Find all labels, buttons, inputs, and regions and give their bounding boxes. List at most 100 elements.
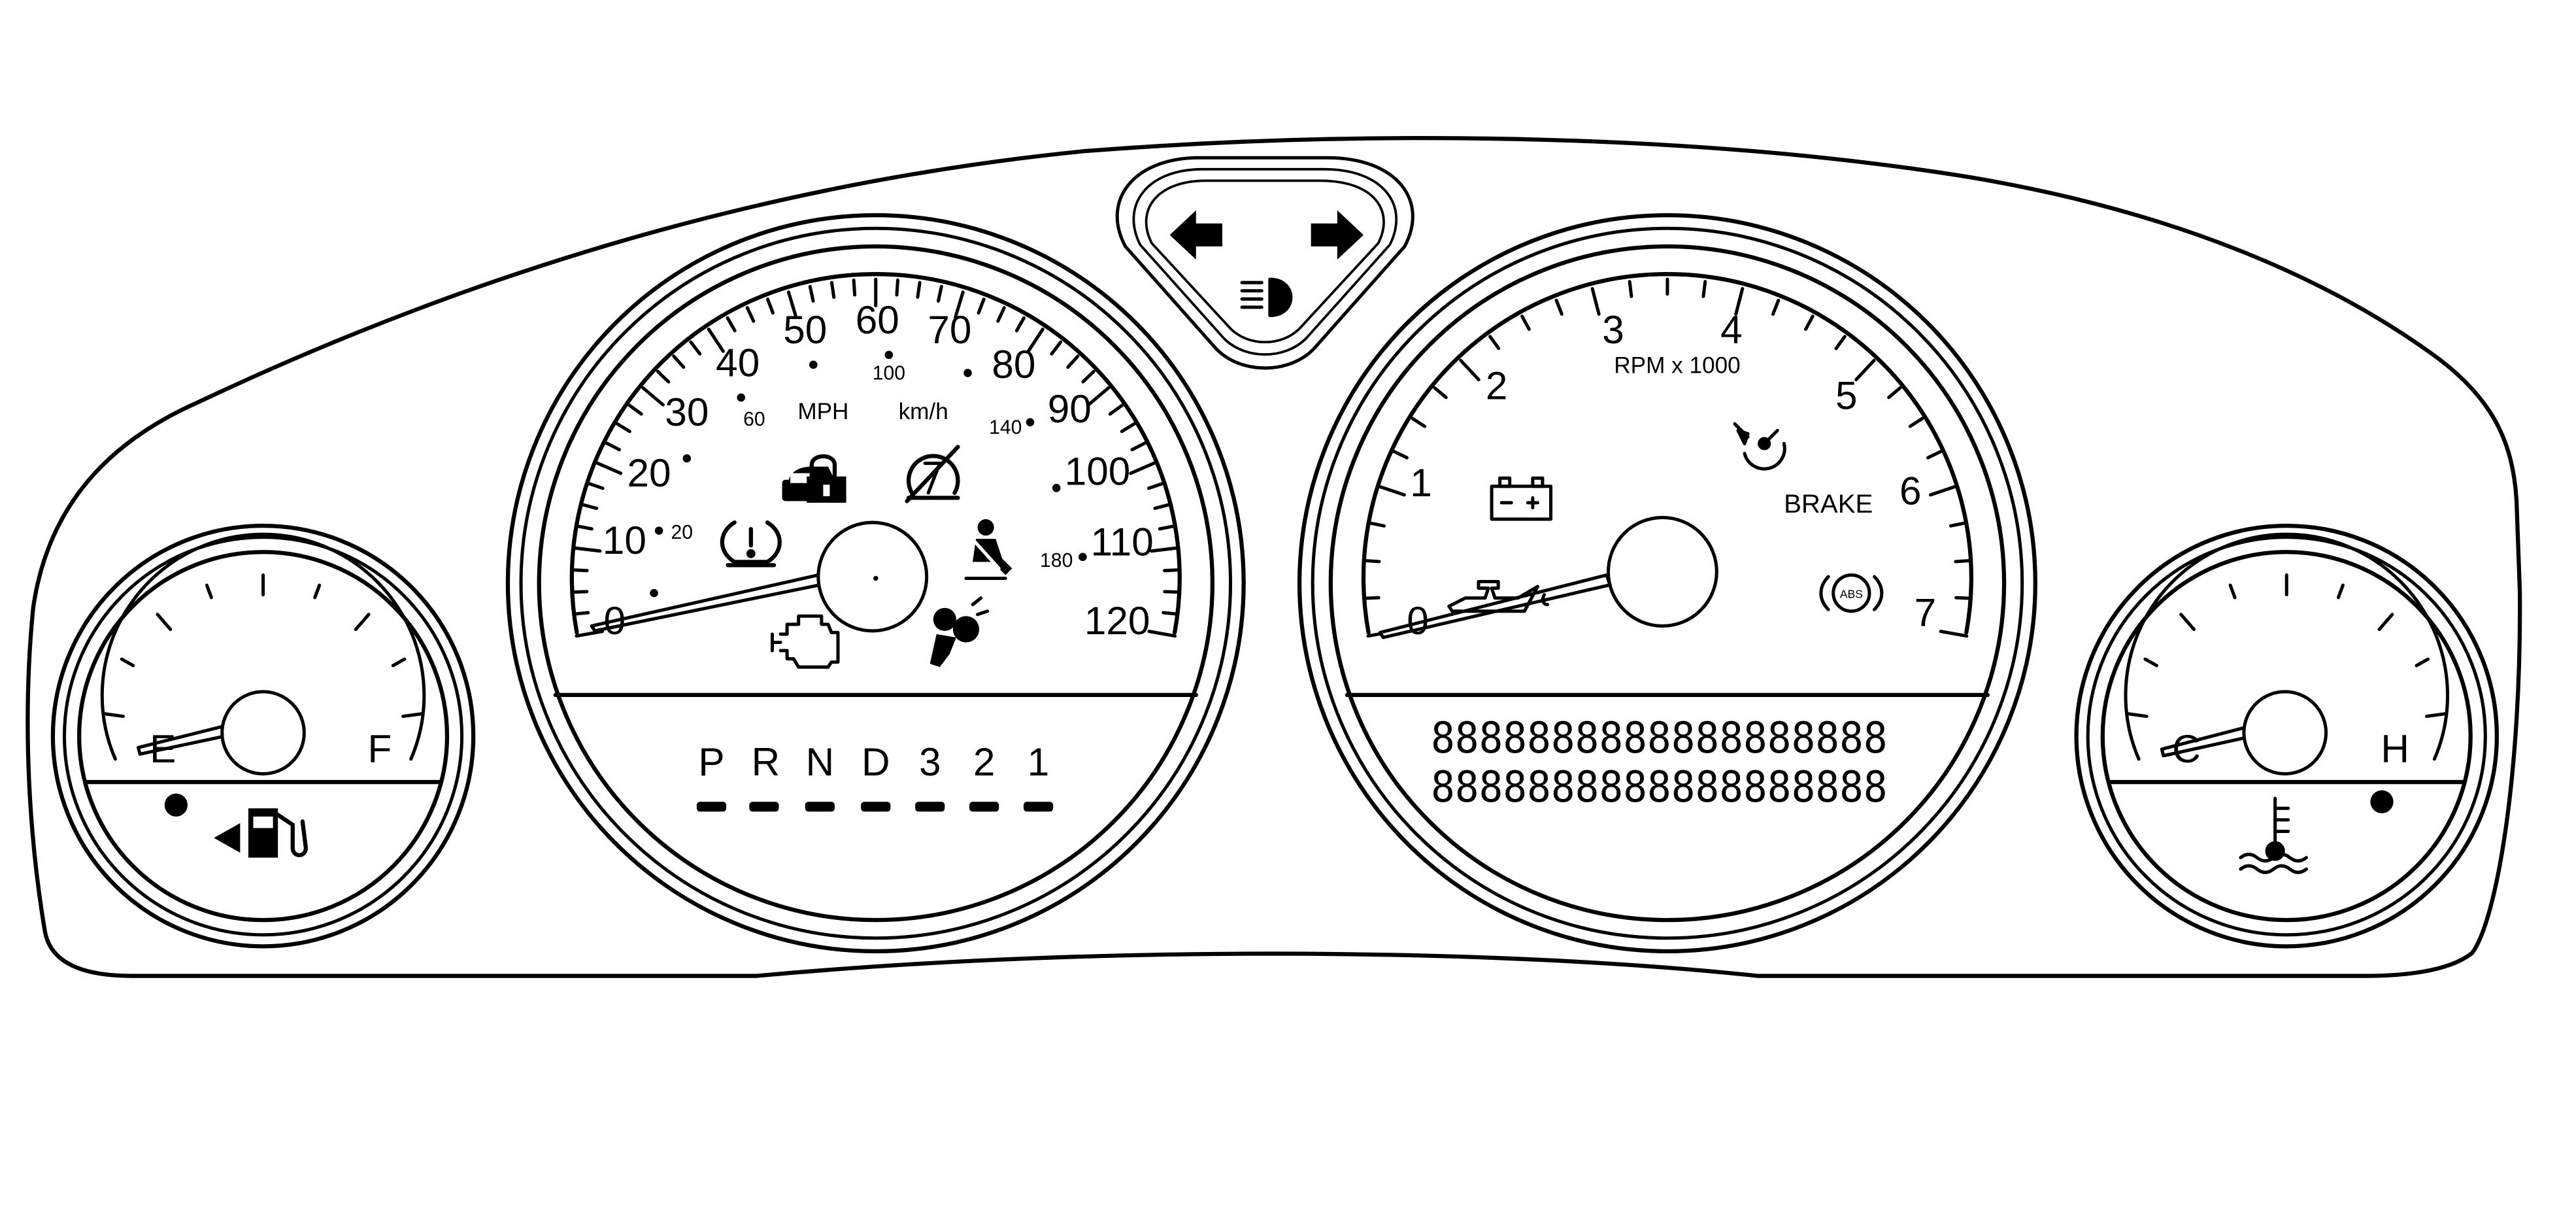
gauge-tick [2143, 657, 2159, 668]
gauge-tick [156, 613, 173, 632]
kmh-label-20: 20 [671, 522, 694, 543]
gauge-tick [1081, 369, 1096, 384]
gauge-tick [726, 316, 737, 333]
gauge-tick [1026, 328, 1045, 353]
gauge-tick [1014, 316, 1026, 333]
battery-icon [1490, 476, 1553, 521]
prndl-p: P [698, 740, 724, 784]
gauge-tick [996, 306, 1006, 323]
gauge-tick [391, 657, 407, 668]
gauge-tick [937, 284, 943, 303]
gauge-tick [570, 568, 589, 573]
gauge-tick [205, 583, 213, 600]
prndl-3: 3 [919, 740, 941, 784]
gauge-tick [808, 284, 815, 303]
prndl-labels: P R N D 3 2 1 [698, 740, 1049, 784]
gauge-tick [1392, 449, 1409, 460]
mph-label-40: 40 [716, 340, 760, 384]
speedo-kmh-labels: 20 60 100 140 180 [671, 362, 1073, 571]
mph-label-70: 70 [928, 307, 971, 352]
gauge-tick [745, 306, 756, 323]
gauge-tick [1410, 416, 1427, 428]
prndl-2: 2 [973, 740, 995, 784]
tach-label-3: 3 [1602, 307, 1624, 352]
mph-label-90: 90 [1048, 386, 1092, 431]
speedo-hub [816, 520, 929, 633]
tach-label-7: 7 [1915, 590, 1937, 634]
prndl-r: R [752, 740, 780, 784]
kmh-dots [650, 350, 1087, 598]
kmh-label-140: 140 [989, 416, 1022, 438]
gauge-tick [2415, 657, 2430, 668]
mph-label-110: 110 [1091, 519, 1154, 564]
mph-label-80: 80 [992, 342, 1035, 386]
gauge-tick [604, 441, 622, 452]
gauge-tick [1939, 630, 1969, 638]
mph-label-60: 60 [856, 298, 899, 342]
mph-label-50: 50 [783, 307, 827, 352]
tach-label-4: 4 [1720, 307, 1743, 352]
gauge-tick [1086, 386, 1111, 407]
gauge-tick [572, 546, 602, 553]
tach-ticks [1362, 277, 1973, 638]
gauge-tick [852, 278, 857, 297]
gauge-tick [2336, 583, 2345, 600]
gauge-tick [1701, 280, 1707, 298]
gauge-tick [1129, 461, 1157, 475]
tach-label-5: 5 [1835, 373, 1858, 418]
mph-label-30: 30 [665, 390, 709, 434]
prndl-n: N [806, 740, 835, 784]
indicator-pod [1115, 156, 1414, 370]
gauge-tick [2179, 613, 2196, 632]
airbag-icon [929, 596, 990, 668]
kmh-unit-label: km/h [899, 399, 948, 424]
gauge-tick [1377, 484, 1406, 497]
gauge-tick [587, 481, 605, 490]
fuel-pump-icon [214, 808, 309, 858]
gauge-tick [1147, 630, 1177, 638]
temp-ticks [2126, 573, 2448, 719]
gauge-tick [977, 298, 986, 315]
gauge-tick [1520, 314, 1531, 332]
speedo-mph-labels: 0 10 20 30 40 50 60 70 80 90 100 110 120 [603, 298, 1154, 643]
gauge-tick [580, 503, 599, 510]
gauge-tick [1158, 524, 1176, 531]
gauge-tick [916, 280, 922, 299]
gauge-tick [1153, 503, 1171, 510]
tachometer [1297, 213, 2037, 954]
mph-label-10: 10 [603, 518, 646, 562]
dic-line-1: 8888888888888888888 [1431, 713, 1888, 763]
temp-cold-label: C [2172, 726, 2201, 771]
gauge-tick [595, 461, 623, 475]
gauge-tick [120, 657, 135, 668]
gauge-tick [1433, 386, 1448, 400]
fuel-full-label: F [368, 726, 392, 771]
gauge-tick [627, 403, 643, 416]
kmh-label-180: 180 [1040, 550, 1073, 571]
gauge-tick [1150, 546, 1179, 553]
prndl-d: D [861, 740, 890, 784]
mph-label-0: 0 [603, 598, 626, 643]
gauge-tick [1928, 484, 1958, 497]
gauge-tick [1908, 416, 1924, 428]
gauge-tick [1771, 298, 1781, 316]
gauge-tick [1804, 314, 1815, 332]
gauge-tick [1834, 335, 1847, 350]
fuel-ticks [102, 573, 424, 719]
gauge-tick [1628, 280, 1633, 298]
gauge-tick [1362, 558, 1381, 564]
gauge-tick [1050, 340, 1063, 356]
hot-indicator [2370, 790, 2394, 813]
gauge-tick [1108, 403, 1124, 416]
mph-label-20: 20 [627, 450, 671, 495]
turn-signal-right-icon [1311, 210, 1364, 260]
gauge-tick [689, 340, 702, 356]
gauge-tick [2424, 712, 2448, 719]
cluster-housing [25, 136, 2522, 978]
gauge-tick [786, 290, 798, 319]
speedo-ticks [570, 277, 1181, 638]
gauge-tick [1130, 441, 1147, 452]
speedo-needle [590, 573, 822, 633]
temp-hub [2242, 690, 2328, 776]
